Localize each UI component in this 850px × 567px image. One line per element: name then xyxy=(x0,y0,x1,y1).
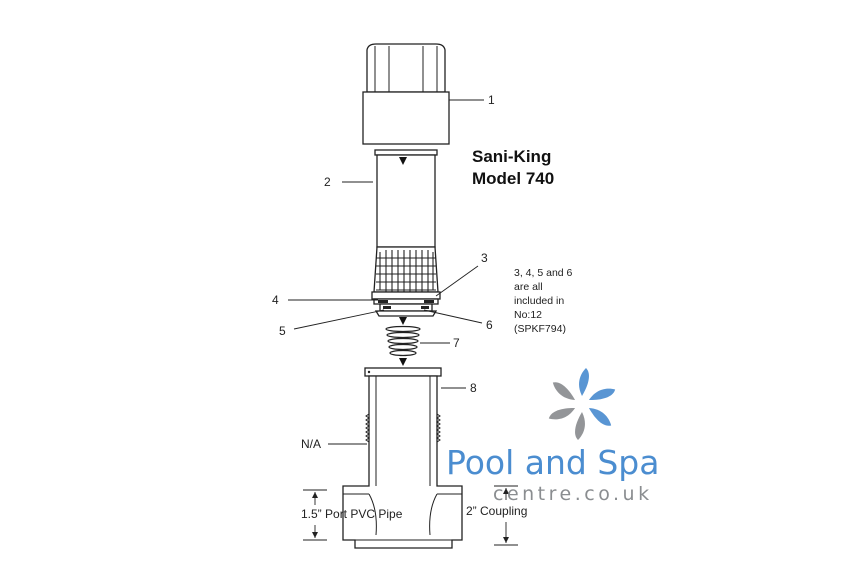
callout-8: 8 xyxy=(470,381,477,395)
down-arrow-icon xyxy=(399,358,407,366)
swirl-droplet-icon xyxy=(548,368,616,440)
part-7-spring xyxy=(385,325,421,366)
kit-note-line-1: 3, 4, 5 and 6 xyxy=(514,267,573,279)
callout-4: 4 xyxy=(272,293,279,307)
logo-domain: centre.co.uk xyxy=(493,483,653,505)
logo-name: Pool and Spa xyxy=(446,443,659,482)
callout-1: 1 xyxy=(488,93,495,107)
pool-and-spa-logo: Pool and Spa centre.co.uk xyxy=(446,368,659,505)
coupling-dimension xyxy=(494,485,518,546)
part-1-cap xyxy=(362,43,450,145)
kit-note-line-3: included in xyxy=(514,295,564,307)
part-2-tube-basket xyxy=(373,149,439,293)
valve-assembly xyxy=(371,291,441,325)
kit-note-line-4: No:12 xyxy=(514,309,542,321)
callout-5: 5 xyxy=(279,324,286,338)
kit-note: 3, 4, 5 and 6 are all included in No:12 … xyxy=(514,267,573,335)
down-arrow-icon xyxy=(399,317,407,325)
callout-7: 7 xyxy=(453,336,460,350)
callout-3: 3 xyxy=(481,251,488,265)
down-arrow-icon xyxy=(399,157,407,165)
callout-2: 2 xyxy=(324,175,331,189)
port-pvc-pipe-label: 1.5” Port PVC Pipe xyxy=(301,507,403,521)
diagram-title-line-2: Model 740 xyxy=(472,169,554,188)
kit-note-line-2: are all xyxy=(514,281,543,293)
diagram-title-line-1: Sani-King xyxy=(472,147,551,166)
port-dimension xyxy=(303,489,327,541)
coupling-label: 2” Coupling xyxy=(466,504,527,518)
kit-note-line-5: (SPKF794) xyxy=(514,323,566,335)
callout-6: 6 xyxy=(486,318,493,332)
part-8-housing xyxy=(342,367,463,549)
callout-na: N/A xyxy=(301,437,321,451)
